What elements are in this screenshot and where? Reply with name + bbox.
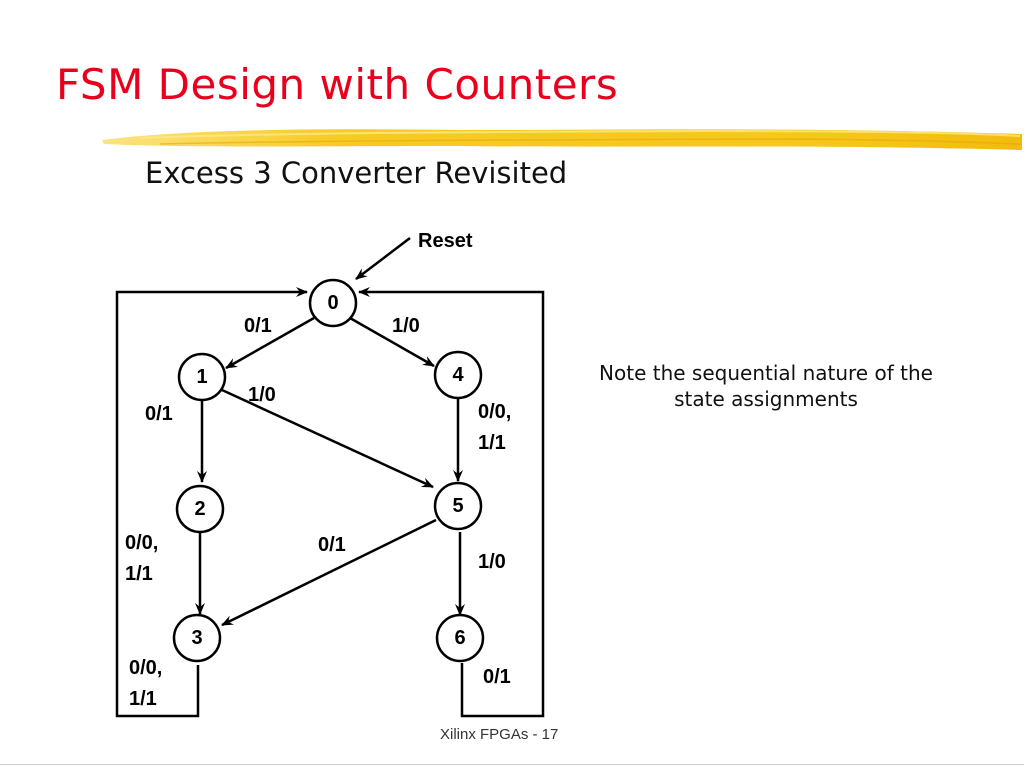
edge-label-s1-s5: 1/0 [248, 384, 276, 406]
edge-label-s5-s3: 0/1 [318, 534, 346, 556]
slide-title: FSM Design with Counters [56, 60, 619, 109]
state-3-label: 3 [191, 627, 202, 649]
edge-label-s2-s3-line1: 0/0, [125, 532, 158, 554]
state-4-label: 4 [452, 364, 464, 386]
state-6-circle [435, 613, 485, 663]
edge-label-s0-s4: 1/0 [392, 315, 420, 337]
edge-label-s3-s0-line2: 1/1 [129, 688, 157, 710]
edge-s3-s0 [115, 287, 308, 718]
edge-label-s2-s3-line2: 1/1 [125, 563, 153, 585]
state-1-circle [177, 352, 227, 402]
state-1-label: 1 [196, 366, 207, 388]
state-2-label: 2 [194, 498, 205, 520]
edge-label-s0-s1: 0/1 [244, 315, 272, 337]
edge-s0-s4 [349, 316, 435, 368]
state-6-label: 6 [454, 627, 465, 649]
edge-s0-s1 [225, 316, 315, 370]
edge-label-s6-s0: 0/1 [483, 666, 511, 688]
reset-arrow [355, 237, 411, 280]
slide-subtitle: Excess 3 Converter Revisited [145, 156, 568, 190]
highlighter-underline [102, 129, 1022, 150]
edge-label-s4-s5-line1: 0/0, [478, 401, 511, 423]
edge-s5-s3 [221, 518, 437, 627]
state-5-circle [433, 481, 483, 531]
side-note: Note the sequential nature of the state … [599, 361, 933, 411]
state-4-circle [433, 350, 483, 400]
reset-label: Reset [418, 230, 473, 252]
state-0-label: 0 [327, 292, 338, 314]
edge-label-s1-s2: 0/1 [145, 403, 173, 425]
state-0-circle [308, 278, 358, 328]
slide-footer: Xilinx FPGAs - 17 [440, 726, 559, 743]
edge-s1-s5 [221, 388, 434, 489]
edge-label-s4-s5-line2: 1/1 [478, 432, 506, 454]
edge-label-s3-s0-line1: 0/0, [129, 657, 162, 679]
state-2-circle [175, 484, 225, 534]
bottom-divider [0, 764, 1024, 765]
state-3-circle [172, 613, 222, 663]
edge-label-s5-s6: 1/0 [478, 551, 506, 573]
edge-s6-s0 [358, 287, 545, 718]
state-5-label: 5 [452, 495, 463, 517]
